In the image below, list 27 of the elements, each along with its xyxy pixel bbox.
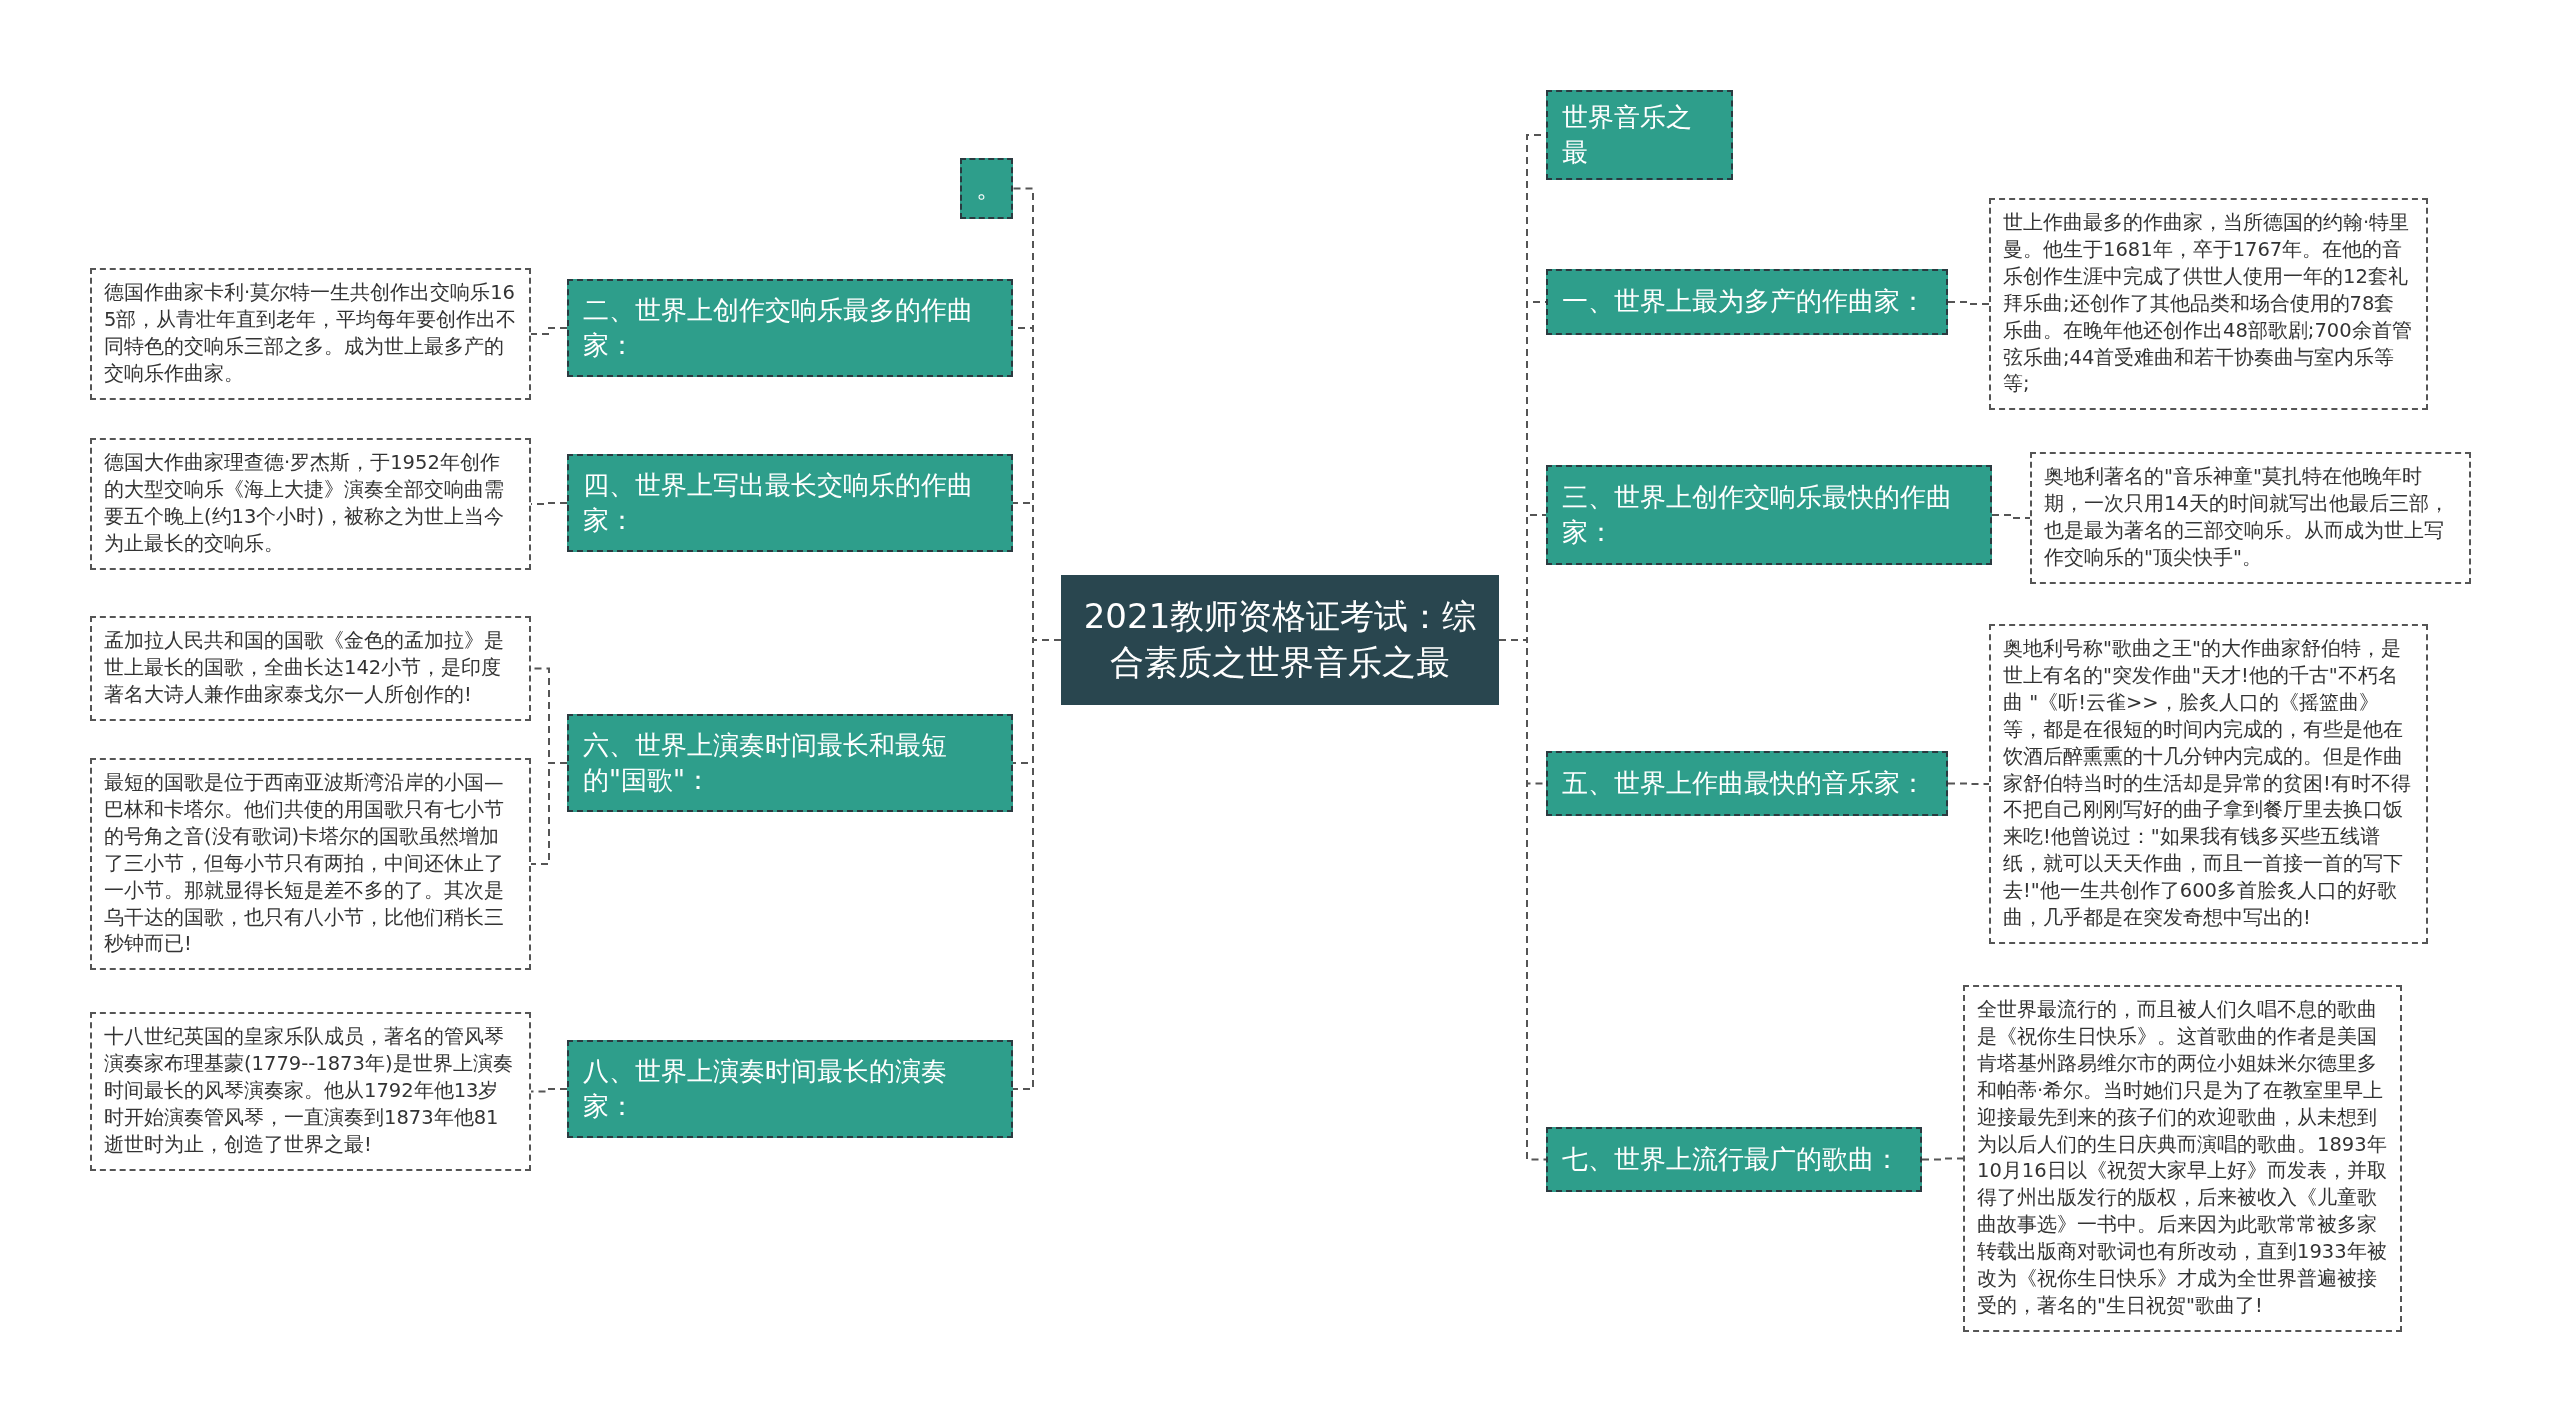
topic-box: 七、世界上流行最广的歌曲： bbox=[1546, 1127, 1922, 1192]
connector-line bbox=[1947, 301, 1990, 305]
topic-box: 一、世界上最为多产的作曲家： bbox=[1546, 269, 1948, 335]
topic-box: 八、世界上演奏时间最长的演奏家： bbox=[567, 1040, 1013, 1138]
topic-box: 。 bbox=[960, 158, 1013, 219]
topic-box: 四、世界上写出最长交响乐的作曲家： bbox=[567, 454, 1013, 552]
topic-box: 三、世界上创作交响乐最快的作曲家： bbox=[1546, 465, 1992, 565]
topic-box: 六、世界上演奏时间最长和最短的"国歌"： bbox=[567, 714, 1013, 812]
note-box: 奥地利著名的"音乐神童"莫扎特在他晚年时期，一次只用14天的时间就写出他最后三部，也是最为著名的三部交响乐。从而成为世上写作交响乐的"顶尖快手"。 bbox=[2030, 452, 2471, 584]
note-box: 世上作曲最多的作曲家，当所德国的约翰·特里曼。他生于1681年，卒于1767年。在他的音乐创作生涯中完成了供世人使用一年的12套礼拜乐曲;还创作了其他品类和场合使用的78套乐曲。在晚年他还创作出48部歌剧;700余首管弦乐曲;44首受难曲和若干协奏曲与室内乐等等; bbox=[1989, 198, 2428, 411]
note-box: 全世界最流行的，而且被人们久唱不息的歌曲是《祝你生日快乐》。这首歌曲的作者是美国肯塔基州路易维尔市的两位小姐妹米尔德里多和帕蒂·希尔。当时她们只是为了在教室里早上迎接最先到来的孩子们的欢迎歌曲，从未想到为以后人们的生日庆典而演唱的歌曲。1893年10月16日以《祝贺大家早上好》而发表，并取得了州出版发行的版权，后来被收入《儿童歌曲故事选》一书中。后来因为此歌常常被多家转载出版商对歌词也有所改动，直到1933年被改为《祝你生日快乐》才成为全世界普遍被接受的，著名的"生日祝贺"歌曲了! bbox=[1963, 985, 2402, 1332]
note-box: 十八世纪英国的皇家乐队成员，著名的管风琴演奏家布理基蒙(1779--1873年)是世界上演奏时间最长的风琴演奏家。他从1792年他13岁时开始演奏管风琴，一直演奏到1873年他81逝世时为止，创造了世界之最! bbox=[90, 1012, 531, 1171]
note-box: 奥地利号称"歌曲之王"的大作曲家舒伯特，是世上有名的"突发作曲"天才!他的千古"不朽名曲 "《听!云雀>>，脍炙人口的《摇篮曲》等，都是在很短的时间内完成的，有些是他在饮酒后醉熏熏的十几分钟内完成的。但是作曲家舒伯特当时的生活却是异常的贫困!有时不得不把自己刚刚写好的曲子拿到餐厅里去换口饭来吃!他曾说过："如果我有钱多买些五线谱纸，就可以天天作曲，而且一首接一首的写下去!"他一生共创作了600多首脍炙人口的好歌曲，几乎都是在突发奇想中写出的! bbox=[1989, 624, 2428, 944]
connector-line bbox=[530, 1088, 568, 1093]
connector-line bbox=[530, 762, 568, 865]
central-topic-box: 2021教师资格证考试：综合素质之世界音乐之最 bbox=[1061, 575, 1499, 705]
note-box: 德国大作曲家理查德·罗杰斯，于1952年创作的大型交响乐《海上大捷》演奏全部交响曲需要五个晚上(约13个小时)，被称之为世上当今为止最长的交响乐。 bbox=[90, 438, 531, 570]
topic-box: 二、世界上创作交响乐最多的作曲家： bbox=[567, 279, 1013, 377]
note-box: 德国作曲家卡利·莫尔特一生共创作出交响乐165部，从青壮年直到老年，平均每年要创作出不同特色的交响乐三部之多。成为世上最多产的交响乐作曲家。 bbox=[90, 268, 531, 400]
connector-line bbox=[1991, 514, 2031, 519]
topic-box: 五、世界上作曲最快的音乐家： bbox=[1546, 751, 1948, 816]
connector-line bbox=[1947, 782, 1990, 785]
connector-line bbox=[1921, 1157, 1964, 1161]
note-box: 最短的国歌是位于西南亚波斯湾沿岸的小国—巴林和卡塔尔。他们共使的用国歌只有七小节的号角之音(没有歌词)卡塔尔的国歌虽然增加了三小节，但每小节只有两拍，中间还休止了一小节。那就显得长短是差不多的了。其次是乌干达的国歌，也只有八小节，比他们稍长三秒钟而已! bbox=[90, 758, 531, 971]
connector-line bbox=[530, 327, 568, 335]
topic-box: 世界音乐之最 bbox=[1546, 90, 1733, 181]
note-box: 孟加拉人民共和国的国歌《金色的孟加拉》是世上最长的国歌，全曲长达142小节，是印度著名大诗人兼作曲家泰戈尔一人所创作的! bbox=[90, 616, 531, 721]
